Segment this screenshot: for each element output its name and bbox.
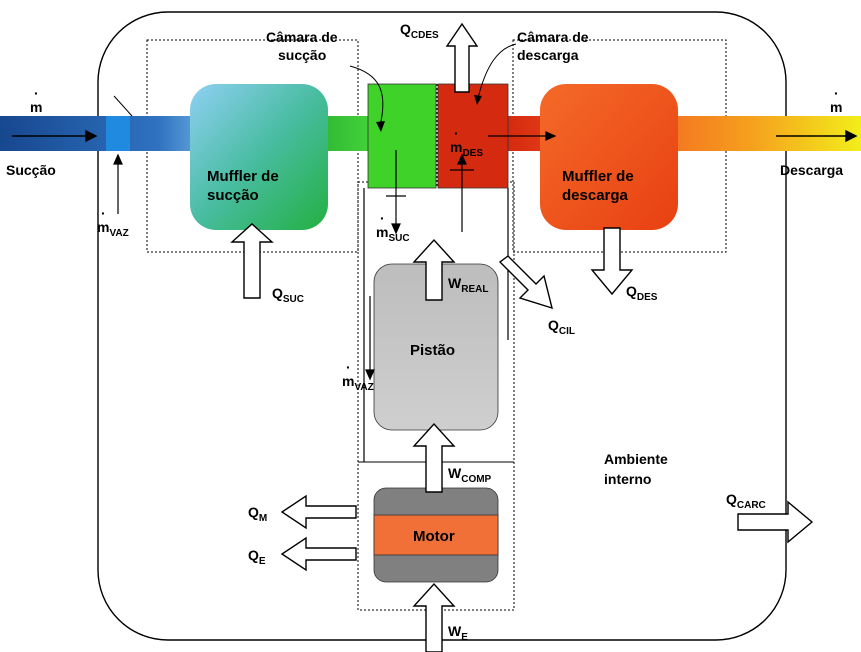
w-real-symbol: WREAL (448, 275, 488, 295)
camara-suc-label-2: sucção (278, 47, 326, 63)
w-comp-arrow (412, 422, 456, 493)
q-des-arrow (590, 227, 634, 296)
leak-arrow-vaz-inlet (113, 153, 123, 214)
leak-arrow-vaz-piston (365, 296, 375, 381)
q-carc-symbol: QCARC (726, 491, 766, 511)
callout-camara-des-head (474, 95, 482, 105)
suction-label: Sucção (6, 162, 56, 178)
w-e-arrow (412, 582, 456, 652)
muffler-des-title-2: descarga (562, 187, 629, 204)
piston-label: Pistão (410, 342, 455, 359)
mdot-outlet: m (830, 99, 842, 115)
muffler-suc-title-2: sucção (207, 187, 259, 204)
q-e-arrow (280, 536, 357, 572)
mdot-inlet-dot: · (34, 85, 39, 101)
discharge-valve-arrow (450, 153, 474, 232)
muffler-suc-title-1: Muffler de (207, 168, 279, 185)
m-vaz-piston-dot: · (346, 359, 351, 375)
m-des-dot: · (454, 125, 459, 141)
muffler-des-title-1: Muffler de (562, 168, 634, 185)
valve-stem (113, 95, 133, 117)
q-m-arrow (280, 494, 357, 530)
q-cdes-symbol: QCDES (400, 21, 439, 41)
ambient-label-1: Ambiente (604, 451, 668, 467)
m-vaz-inlet-symbol: mVAZ (97, 219, 129, 239)
camara-suc-label-1: Câmara de (266, 29, 338, 45)
w-e-symbol: WE (448, 623, 468, 643)
m-vaz-piston-symbol: mVAZ (342, 373, 374, 393)
q-carc-arrow (737, 500, 814, 544)
callout-camara-suc (349, 65, 384, 127)
w-real-arrow (412, 238, 456, 301)
q-suc-symbol: QSUC (272, 285, 304, 305)
q-e-symbol: QE (248, 547, 266, 567)
motor-label: Motor (413, 528, 455, 545)
suction-valve (106, 116, 130, 151)
discharge-label: Descarga (780, 162, 843, 178)
q-cil-symbol: QCIL (548, 317, 575, 337)
motor-band (373, 514, 499, 556)
flow-arrow-chamber-to-muffler (488, 131, 557, 141)
q-cdes-arrow (445, 22, 479, 93)
q-cil-arrow (498, 255, 553, 310)
q-des-symbol: QDES (626, 283, 658, 303)
muffler-suction (190, 84, 328, 230)
callout-camara-suc-head (376, 121, 385, 132)
w-comp-symbol: WCOMP (448, 465, 492, 485)
m-vaz-inlet-dot: · (101, 205, 106, 221)
discharge-outlet-pipe (648, 116, 861, 151)
chamber-suction (367, 83, 437, 189)
m-suc-dot: · (380, 210, 385, 226)
m-suc-symbol: mSUC (376, 224, 410, 244)
flow-arrow-inlet (12, 129, 98, 143)
camara-des-label-2: descarga (517, 47, 579, 63)
flow-arrow-outlet (776, 129, 858, 143)
mdot-inlet: m (30, 99, 42, 115)
ambient-label-2: interno (604, 471, 651, 487)
mdot-outlet-dot: · (834, 85, 839, 101)
camara-des-label-1: Câmara de (517, 29, 589, 45)
m-des-symbol: mDES (450, 139, 483, 159)
muffler-discharge (540, 84, 678, 230)
callout-camara-des (477, 43, 517, 99)
suction-valve-arrow (386, 150, 406, 235)
q-suc-arrow (230, 223, 274, 299)
q-m-symbol: QM (248, 504, 267, 524)
